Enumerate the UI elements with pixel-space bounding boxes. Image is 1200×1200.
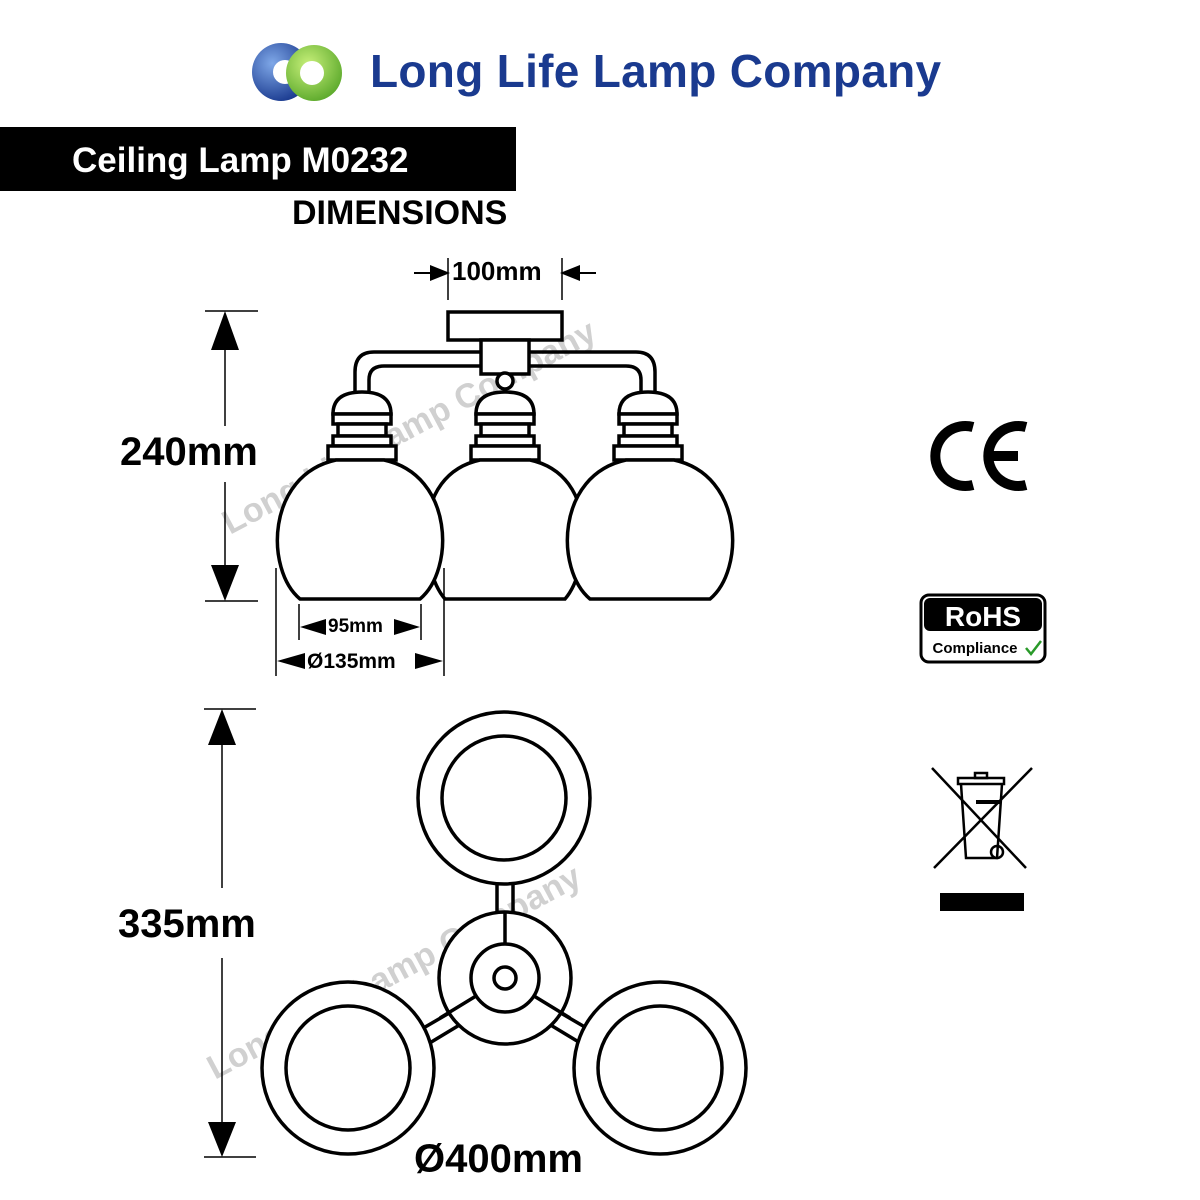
product-title: Ceiling Lamp M0232 — [72, 141, 409, 180]
rohs-badge: RoHS Compliance — [919, 593, 1047, 664]
height-label: 240mm — [120, 430, 258, 474]
dimension-arrows-top — [208, 709, 236, 1157]
depth-label: 335mm — [118, 902, 256, 946]
title-bar — [0, 127, 516, 191]
lamp-top-view — [260, 710, 748, 1156]
company-logo-icon — [252, 43, 342, 101]
rohs-title: RoHS — [945, 601, 1021, 632]
company-name: Long Life Lamp Company — [370, 45, 942, 97]
ce-mark-icon — [930, 421, 1028, 491]
shade-opening-label: 95mm — [328, 616, 383, 637]
crossed-out-wheelie-bin-icon — [931, 767, 1033, 911]
rohs-subtitle: Compliance — [932, 640, 1017, 657]
lamp-side-view — [275, 310, 735, 601]
dimension-lines-top — [204, 708, 256, 1158]
plate-width-label: 100mm — [452, 256, 542, 286]
shade-diameter-label: Ø135mm — [307, 650, 396, 673]
checkmark-icon — [1025, 640, 1042, 656]
dimension-arrows-side — [211, 311, 443, 669]
dimension-lines-side — [205, 258, 596, 676]
section-heading: DIMENSIONS — [292, 194, 508, 232]
overall-diameter-label: Ø400mm — [414, 1137, 583, 1181]
